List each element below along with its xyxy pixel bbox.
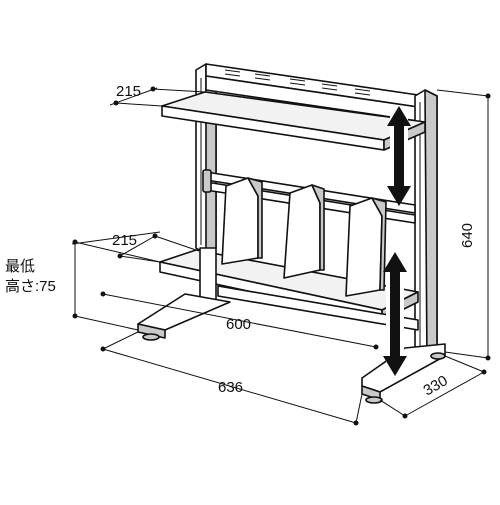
upper-height-adjust-arrow — [387, 106, 411, 206]
lower-height-adjust-arrow — [383, 252, 407, 376]
dim-label-640: 640 — [459, 223, 476, 248]
dim-label-215-top: 215 — [116, 83, 141, 100]
min-height-label: 最低 高さ:75 — [5, 257, 56, 297]
book-dividers — [221, 177, 387, 297]
dim-bottom-shelf-depth: 215 — [71, 231, 197, 263]
dim-label-215-bottom: 215 — [112, 232, 137, 249]
min-height-label-line2: 高さ:75 — [5, 278, 56, 295]
vent-slots — [224, 69, 371, 96]
dim-top-shelf-depth: 215 — [109, 83, 206, 107]
dim-inner-width: 600 — [100, 291, 379, 350]
dim-height: 640 — [436, 89, 491, 361]
dim-label-330: 330 — [421, 372, 451, 399]
dim-label-636: 636 — [218, 379, 243, 396]
dim-outer-width: 636 — [100, 331, 363, 426]
dim-label-600: 600 — [226, 316, 251, 333]
base-frame — [137, 247, 446, 404]
dim-min-height — [72, 239, 161, 331]
min-height-label-line1: 最低 — [5, 258, 36, 275]
